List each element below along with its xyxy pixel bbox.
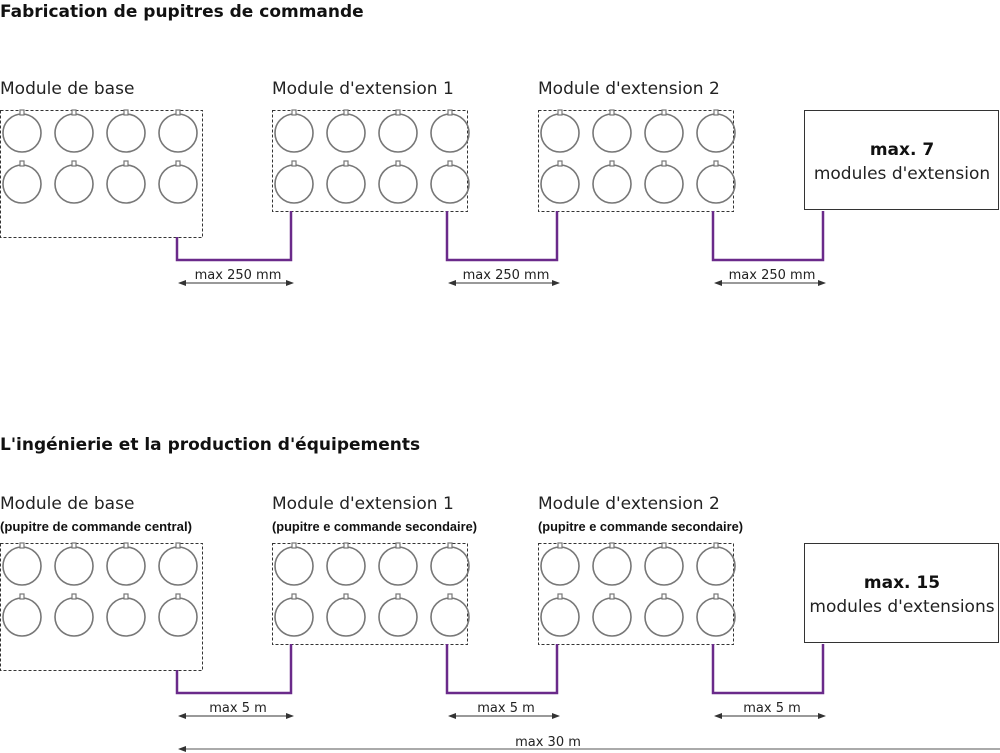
- max-count: max. 7: [870, 140, 934, 160]
- module-0: [0, 109, 203, 238]
- knob-icon: [106, 160, 146, 204]
- module-1: [272, 542, 470, 645]
- knob-icon: [378, 109, 418, 153]
- knob-icon: [2, 160, 42, 204]
- module-sublabel: (pupitre de commande central): [0, 519, 192, 534]
- connector-cable: [175, 644, 293, 695]
- knob-icon: [696, 109, 736, 153]
- knob-icon: [430, 542, 470, 586]
- connector-cable: [175, 211, 293, 262]
- module-label: Module d'extension 1: [272, 79, 454, 99]
- knob-icon: [696, 542, 736, 586]
- knob-icon: [326, 160, 366, 204]
- distance-label: max 250 mm: [729, 268, 816, 283]
- section-title: L'ingénierie et la production d'équipeme…: [0, 435, 420, 455]
- connector-cable: [445, 211, 559, 262]
- knob-icon: [106, 542, 146, 586]
- knob-icon: [592, 593, 632, 637]
- knob-icon: [274, 109, 314, 153]
- module-label: Module d'extension 2: [538, 79, 720, 99]
- knob-icon: [644, 542, 684, 586]
- knob-icon: [430, 109, 470, 153]
- knob-icon: [326, 109, 366, 153]
- knob-icon: [274, 593, 314, 637]
- distance-label: max 250 mm: [463, 268, 550, 283]
- knob-icon: [158, 109, 198, 153]
- connector-cable: [711, 644, 825, 695]
- connector-cable: [711, 211, 825, 262]
- module-label: Module d'extension 1: [272, 494, 454, 514]
- knob-icon: [378, 593, 418, 637]
- knob-icon: [106, 109, 146, 153]
- knob-icon: [378, 542, 418, 586]
- distance-label: max 5 m: [209, 701, 267, 716]
- knob-icon: [106, 593, 146, 637]
- knob-icon: [158, 593, 198, 637]
- knob-icon: [540, 160, 580, 204]
- module-2: [538, 109, 736, 212]
- knob-icon: [540, 109, 580, 153]
- knob-icon: [644, 593, 684, 637]
- module-0: [0, 542, 203, 671]
- max-count: max. 15: [864, 573, 940, 593]
- distance-label: max 250 mm: [195, 268, 282, 283]
- max-modules-box: [804, 110, 999, 210]
- module-label: Module de base: [0, 79, 134, 99]
- connector-cable: [445, 644, 559, 695]
- section-title: Fabrication de pupitres de commande: [0, 2, 364, 22]
- max-text: modules d'extensions: [809, 597, 994, 617]
- knob-icon: [696, 160, 736, 204]
- max-text: modules d'extension: [814, 164, 990, 184]
- knob-icon: [644, 160, 684, 204]
- knob-icon: [54, 160, 94, 204]
- knob-icon: [54, 542, 94, 586]
- knob-icon: [430, 160, 470, 204]
- max-modules-box: [804, 543, 999, 643]
- total-distance-label: max 30 m: [515, 735, 581, 750]
- module-1: [272, 109, 470, 212]
- knob-icon: [158, 160, 198, 204]
- knob-icon: [696, 593, 736, 637]
- knob-icon: [2, 109, 42, 153]
- module-sublabel: (pupitre e commande secondaire): [272, 519, 477, 534]
- distance-label: max 5 m: [477, 701, 535, 716]
- knob-icon: [2, 593, 42, 637]
- knob-icon: [378, 160, 418, 204]
- knob-icon: [326, 593, 366, 637]
- knob-icon: [54, 109, 94, 153]
- knob-icon: [326, 542, 366, 586]
- knob-icon: [274, 160, 314, 204]
- knob-icon: [592, 542, 632, 586]
- knob-icon: [158, 542, 198, 586]
- module-sublabel: (pupitre e commande secondaire): [538, 519, 743, 534]
- knob-icon: [592, 160, 632, 204]
- knob-icon: [644, 109, 684, 153]
- knob-icon: [430, 593, 470, 637]
- distance-label: max 5 m: [743, 701, 801, 716]
- knob-icon: [54, 593, 94, 637]
- module-label: Module de base: [0, 494, 134, 514]
- knob-icon: [592, 109, 632, 153]
- knob-icon: [540, 593, 580, 637]
- knob-icon: [540, 542, 580, 586]
- knob-icon: [274, 542, 314, 586]
- module-label: Module d'extension 2: [538, 494, 720, 514]
- module-2: [538, 542, 736, 645]
- knob-icon: [2, 542, 42, 586]
